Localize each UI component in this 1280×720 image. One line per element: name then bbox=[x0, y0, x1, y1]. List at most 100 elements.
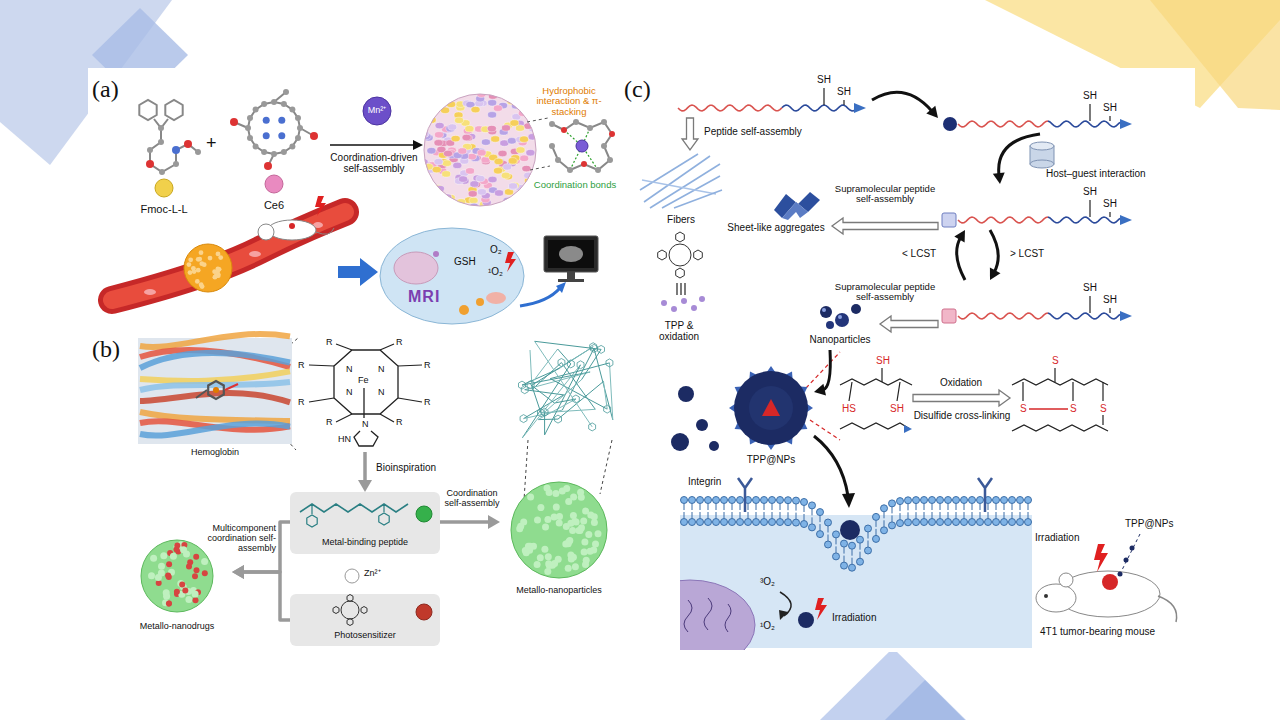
illustration-circle bbox=[265, 175, 283, 193]
illustration-polyline bbox=[1012, 425, 1108, 431]
illustration-line bbox=[828, 535, 829, 542]
illustration-circle bbox=[541, 546, 548, 553]
illustration-circle bbox=[881, 505, 888, 512]
illustration-circle bbox=[289, 143, 295, 149]
illustration-g bbox=[187, 250, 224, 289]
illustration-line bbox=[988, 512, 989, 519]
illustration-ellipse bbox=[487, 125, 496, 131]
illustration-circle bbox=[553, 504, 560, 511]
illustration-circle bbox=[591, 513, 598, 520]
illustration-circle bbox=[977, 497, 984, 504]
illustration-ellipse bbox=[466, 168, 475, 174]
illustration-line bbox=[522, 364, 570, 438]
illustration-line bbox=[716, 512, 717, 519]
node-picture bbox=[838, 345, 913, 445]
illustration-circle bbox=[822, 308, 826, 312]
illustration-line bbox=[892, 515, 893, 522]
illustration-line bbox=[908, 512, 909, 519]
illustration-line bbox=[996, 512, 997, 519]
illustration-line bbox=[708, 512, 709, 519]
illustration-circle bbox=[689, 519, 696, 526]
illustration-circle bbox=[542, 523, 549, 530]
illustration-circle bbox=[199, 250, 204, 255]
illustration-circle bbox=[601, 143, 607, 149]
illustration-circle bbox=[174, 543, 180, 549]
node-text: S bbox=[1100, 403, 1107, 414]
node-text: Mn²⁺ bbox=[368, 106, 387, 116]
illustration-circle bbox=[295, 115, 301, 121]
illustration-line bbox=[1089, 200, 1090, 217]
connector bbox=[990, 230, 1001, 280]
illustration-polyline bbox=[1048, 121, 1120, 127]
illustration-line bbox=[956, 504, 957, 511]
node-text: SH bbox=[876, 355, 890, 366]
illustration-polygon bbox=[842, 493, 855, 508]
illustration-line bbox=[594, 348, 613, 420]
illustration-polygon bbox=[782, 202, 808, 220]
illustration-line bbox=[868, 541, 869, 548]
illustration-circle bbox=[556, 513, 563, 520]
illustration-ellipse bbox=[503, 164, 512, 170]
illustration-circle bbox=[459, 305, 469, 315]
illustration-line bbox=[764, 504, 765, 511]
node-text: R bbox=[396, 338, 403, 348]
illustration-circle bbox=[261, 101, 267, 107]
illustration-line bbox=[764, 512, 765, 519]
illustration-polygon bbox=[307, 515, 317, 527]
node-text: SH bbox=[1083, 186, 1097, 197]
illustration-circle bbox=[705, 497, 712, 504]
illustration-line bbox=[964, 504, 965, 511]
illustration-line bbox=[924, 504, 925, 511]
illustration-circle bbox=[961, 519, 968, 526]
stimulus-label: Irradiation bbox=[1035, 532, 1079, 543]
illustration-line bbox=[604, 381, 608, 409]
peptide-chain: SHSH bbox=[672, 72, 872, 118]
illustration-circle bbox=[897, 520, 904, 527]
illustration-circle bbox=[155, 179, 173, 197]
illustration-circle bbox=[179, 581, 185, 587]
illustration-polygon bbox=[676, 232, 685, 242]
callout-text: Coordination bonds bbox=[530, 180, 620, 190]
illustration-circle bbox=[546, 489, 553, 496]
node-text: Nanoparticles bbox=[809, 334, 870, 345]
illustration-g bbox=[681, 497, 1032, 572]
illustration-line bbox=[1122, 534, 1140, 570]
illustration-ellipse bbox=[486, 292, 506, 304]
illustration-rect bbox=[567, 272, 575, 279]
illustration-circle bbox=[166, 601, 172, 607]
illustration-circle bbox=[158, 125, 164, 131]
oxygen-label: ³O₂ bbox=[760, 576, 775, 587]
illustration-ellipse bbox=[526, 150, 535, 156]
metal-ion-circle: Mn²⁺ bbox=[362, 96, 392, 126]
illustration-line bbox=[823, 88, 824, 105]
illustration-circle bbox=[826, 321, 834, 329]
illustration-circle bbox=[661, 300, 667, 306]
illustration-line bbox=[812, 517, 813, 524]
illustration-circle bbox=[537, 554, 544, 561]
illustration-circle bbox=[681, 519, 688, 526]
illustration-circle bbox=[573, 518, 580, 525]
illustration-circle bbox=[595, 167, 601, 173]
peptide-chain: SHSH bbox=[938, 184, 1138, 230]
illustration-circle bbox=[669, 244, 691, 266]
illustration-line bbox=[876, 520, 877, 527]
arrow-head bbox=[926, 106, 938, 118]
illustration-line bbox=[700, 504, 701, 511]
illustration-ellipse bbox=[434, 140, 443, 146]
illustration-ellipse bbox=[502, 125, 511, 131]
illustration-line bbox=[1028, 512, 1029, 519]
node-text: Fibers bbox=[667, 214, 695, 225]
illustration-circle bbox=[721, 519, 728, 526]
illustration-circle bbox=[929, 497, 936, 504]
arrow-head bbox=[232, 565, 244, 579]
illustration-circle bbox=[609, 131, 615, 137]
illustration-line bbox=[843, 100, 844, 105]
illustration-circle bbox=[416, 604, 432, 620]
connector bbox=[880, 316, 938, 332]
illustration-ellipse bbox=[420, 131, 429, 137]
illustration-line bbox=[940, 512, 941, 519]
illustration-circle bbox=[801, 499, 808, 506]
illustration-circle bbox=[230, 118, 238, 126]
node-text: O₂ bbox=[490, 244, 502, 255]
node-text: HN bbox=[338, 435, 351, 445]
